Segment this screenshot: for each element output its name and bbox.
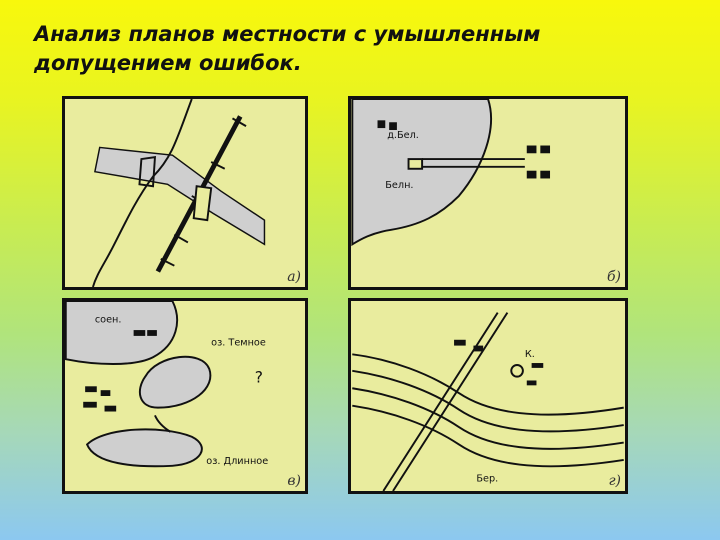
- map-g-text-k: К.: [525, 349, 535, 360]
- house-blocks: [377, 120, 551, 179]
- map-panel-b: д.Бел. Белн. б): [348, 96, 628, 290]
- map-panel-a: а): [62, 96, 308, 290]
- panel-b-label: б): [606, 269, 621, 285]
- question-mark: ?: [255, 368, 263, 386]
- road-line-g1: [382, 312, 499, 491]
- map-v-drawing: соен. оз. Темное оз. Длинное ?: [65, 301, 268, 468]
- map-panel-v: соен. оз. Темное оз. Длинное ? в): [62, 298, 308, 494]
- map-v-lake2: оз. Длинное: [206, 456, 268, 467]
- road-band: [94, 146, 266, 246]
- map-v-text-top: соен.: [95, 314, 122, 325]
- lake-temnoe: [138, 355, 212, 409]
- panel-v-label: в): [287, 473, 301, 489]
- map-a-drawing: [92, 99, 266, 287]
- stream-line: [154, 414, 171, 433]
- lake-area: [351, 99, 492, 247]
- map-v-lake1: оз. Темное: [211, 338, 266, 349]
- building-outline: [407, 158, 424, 170]
- road-line-g2: [392, 312, 509, 491]
- bridge-symbol-2: [192, 185, 213, 222]
- river-line-3: [352, 387, 624, 450]
- map-g-text-bottom: Бер.: [476, 473, 498, 484]
- map-b-text-top: д.Бел.: [387, 130, 419, 141]
- river-line-4: [352, 404, 624, 468]
- church-symbol: [510, 364, 524, 378]
- map-g-drawing: К. Бер.: [352, 312, 624, 491]
- title-line-2: допущением ошибок.: [34, 51, 302, 75]
- bridge-symbol: [138, 156, 157, 188]
- panel-g-label: г): [608, 473, 621, 489]
- river-line-2: [352, 369, 624, 433]
- map-panel-g: К. Бер. г): [348, 298, 628, 494]
- house-blocks-g: [454, 339, 544, 386]
- lake-upper: [65, 301, 179, 365]
- lake-dlinnoe: [85, 428, 203, 468]
- slide-title: Анализ планов местности с умышленным доп…: [34, 20, 684, 78]
- title-line-1: Анализ планов местности с умышленным: [34, 22, 541, 46]
- river-line-1: [352, 353, 624, 416]
- map-b-drawing: д.Бел. Белн.: [351, 99, 551, 247]
- house-blocks-v: [83, 330, 157, 412]
- river-line: [92, 99, 193, 287]
- map-b-text-mid: Белн.: [385, 180, 413, 191]
- panel-a-label: а): [287, 269, 301, 285]
